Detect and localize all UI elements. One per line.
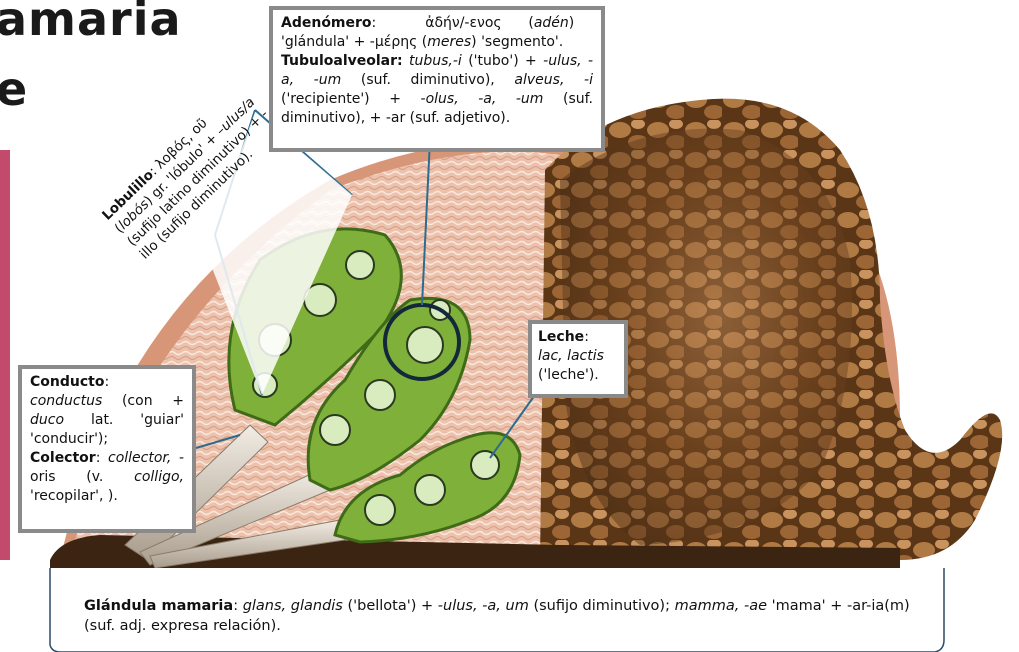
glandula-callout: Glándula mamaria: glans, glandis ('bello… <box>56 572 941 652</box>
gloss: ('tubo') + <box>468 53 537 69</box>
conducto-callout: Conducto: conductus (con + duco lat. 'gu… <box>18 365 196 533</box>
glandula-term: Glándula mamaria <box>84 598 233 614</box>
latin-root: collector, <box>108 450 171 466</box>
leche-callout: Leche: lac, lactis ('leche'). <box>528 320 628 398</box>
gloss: 'glándula' + - <box>281 34 375 50</box>
transliteration: adén <box>534 15 569 31</box>
gloss: (suf. diminutivo), <box>361 72 495 88</box>
gloss: (sufijo diminutivo); <box>533 598 670 614</box>
gloss: ('leche'). <box>538 366 618 385</box>
gloss: ('bellota') + <box>347 598 433 614</box>
leche-term: Leche <box>538 329 584 345</box>
latin-root: colligo, <box>134 469 184 485</box>
latin-suffix: -olus, -a, -um <box>421 91 544 107</box>
conducto-term: Conducto <box>30 374 104 390</box>
greek-text: μέρης <box>375 34 417 50</box>
latin-root: glans, glandis <box>243 598 343 614</box>
gloss: ('recipiente') + <box>281 91 401 107</box>
latin-root: duco <box>30 412 64 428</box>
gloss: 'recopilar', ). <box>30 488 118 504</box>
transliteration: meres <box>427 34 471 50</box>
tubuloalveolar-term: Tubuloalveolar: <box>281 53 403 69</box>
latin-root: conductus <box>30 393 102 409</box>
adenomero-term: Adenómero <box>281 15 372 31</box>
adenomero-callout: Adenómero: ἀδήν/-ενος (adén) 'glándula' … <box>269 6 605 152</box>
latin-root: alveus, -i <box>514 72 593 88</box>
latin-root: lac, lactis <box>538 348 604 364</box>
latin-root: mamma, -ae <box>675 598 767 614</box>
gloss: (con + <box>122 393 184 409</box>
side-image-strip <box>0 150 10 560</box>
colector-term: Colector <box>30 450 96 466</box>
latin-suffix: -ulus, -a, um <box>438 598 529 614</box>
latin-root: tubus,-i <box>409 53 462 69</box>
gloss: 'segmento'. <box>481 34 563 50</box>
greek-text: ἀδήν/-ενος <box>425 15 501 31</box>
